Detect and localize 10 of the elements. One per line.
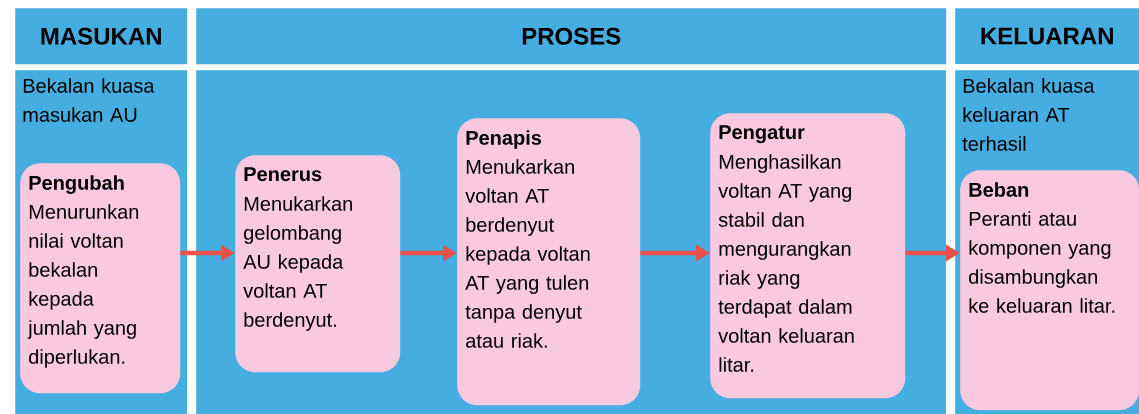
column-header: KELUARAN xyxy=(955,8,1139,65)
process-box: Beban Peranti atau komponen yang disambungkan ke keluaran litar. xyxy=(960,170,1139,411)
column-header: PROSES xyxy=(196,8,947,65)
process-box: Penerus Menukarkan gelombang AU kepada voltan AT berdenyut. xyxy=(235,155,401,373)
process-box: Pengubah Menurunkan nilai voltan bekalan kepada jumlah yang diperlukan. xyxy=(20,163,181,394)
intro-text: Bekalan kuasa masukan AU xyxy=(23,78,155,122)
process-box: Penapis Menukarkan voltan AT berdenyut kepada voltan AT yang tulen tanpa denyut atau riak. xyxy=(457,118,641,406)
column-header: MASUKAN xyxy=(15,8,188,65)
intro-text: Bekalan kuasa keluaran AT terhasil xyxy=(962,78,1095,151)
process-box: Pengatur Menghasilkan voltan AT yang stabil dan mengurangkan riak yang terdapat dalam voltan keluaran litar. xyxy=(710,113,906,399)
